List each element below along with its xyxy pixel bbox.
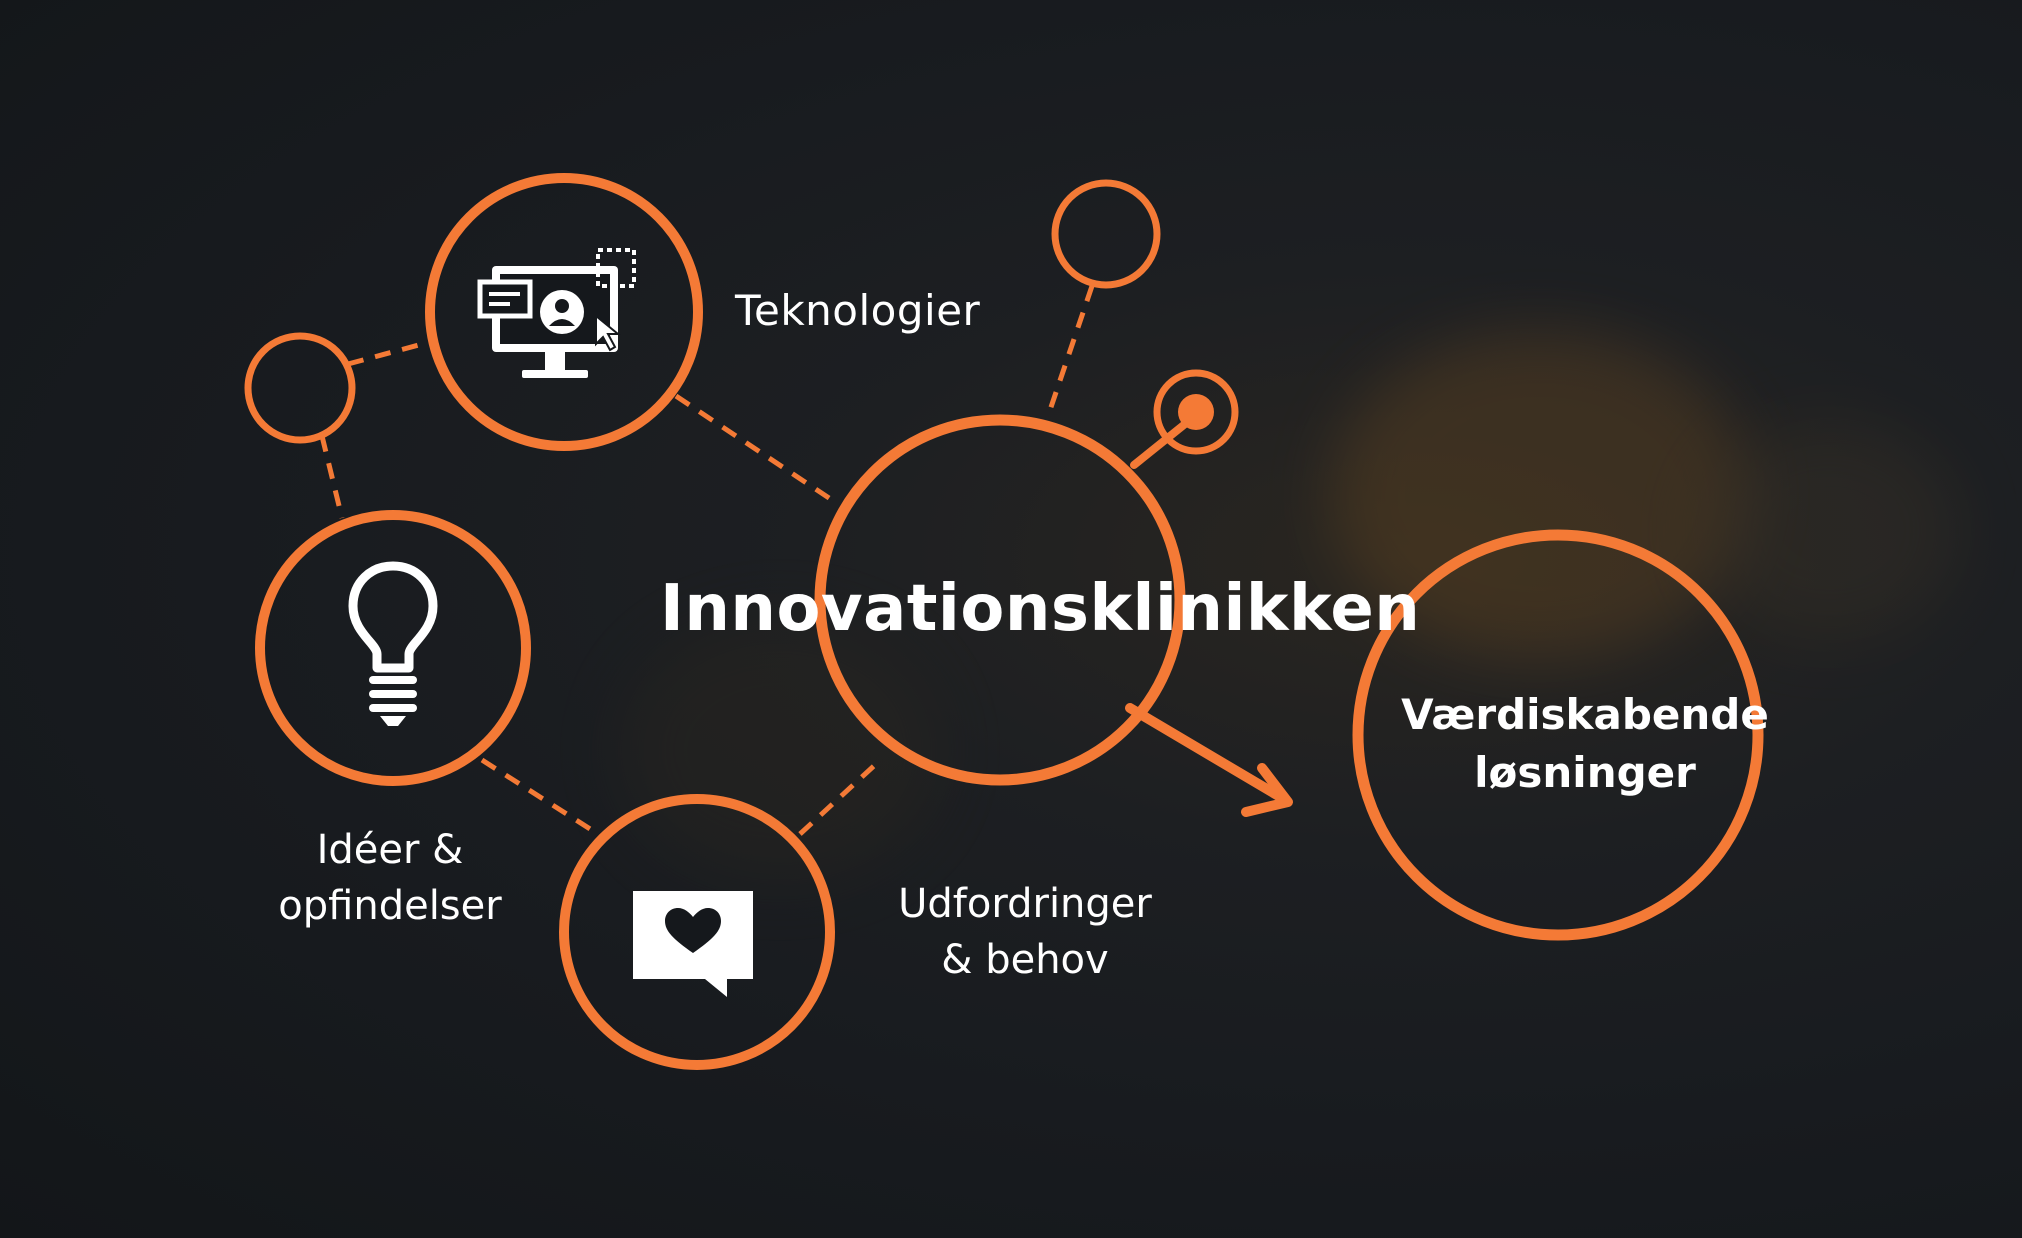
outcome-node [1352,529,1764,941]
computer-screen-icon [477,248,636,378]
dashed-connectors [319,285,1095,837]
challenges-label-line1: Udfordringer [898,881,1152,927]
outcome-label-line1: Værdiskabende [1401,690,1769,739]
center-title: Innovationsklinikken [660,572,1421,646]
small-node-top [1051,179,1161,289]
connector-challenges-to-center [798,762,878,836]
technologies-label: Teknologier [735,286,981,335]
connector-small-to-tech [347,339,431,367]
outcome-label-line2: løsninger [1474,748,1696,797]
connector-small-to-ideas [319,435,345,519]
challenges-node [559,794,835,1070]
connector-ideas-to-challenges [480,757,600,837]
arrow-to-outcome [1125,703,1293,817]
technologies-node [425,173,703,451]
challenges-label: Udfordringer & behov [880,876,1170,988]
target-pin [1130,394,1214,469]
ideas-label-line1: Idéer & [316,827,464,873]
heart-speech-bubble-icon [633,891,753,997]
connector-top-to-center [1045,285,1095,417]
small-node-left [244,332,356,444]
ideas-node [255,510,531,786]
ideas-label: Idéer & opfindelser [250,822,530,934]
node-circles [244,173,1764,1070]
lightbulb-icon [348,561,438,726]
center-node [814,414,1186,786]
target-node-ring [1153,369,1239,455]
outcome-label: Værdiskabende løsninger [1385,686,1785,802]
challenges-label-line2: & behov [941,937,1109,983]
connector-tech-to-center [674,393,837,505]
background-glow [620,620,940,880]
ideas-label-line2: opfindelser [278,883,502,929]
background-glow [1700,420,1960,640]
